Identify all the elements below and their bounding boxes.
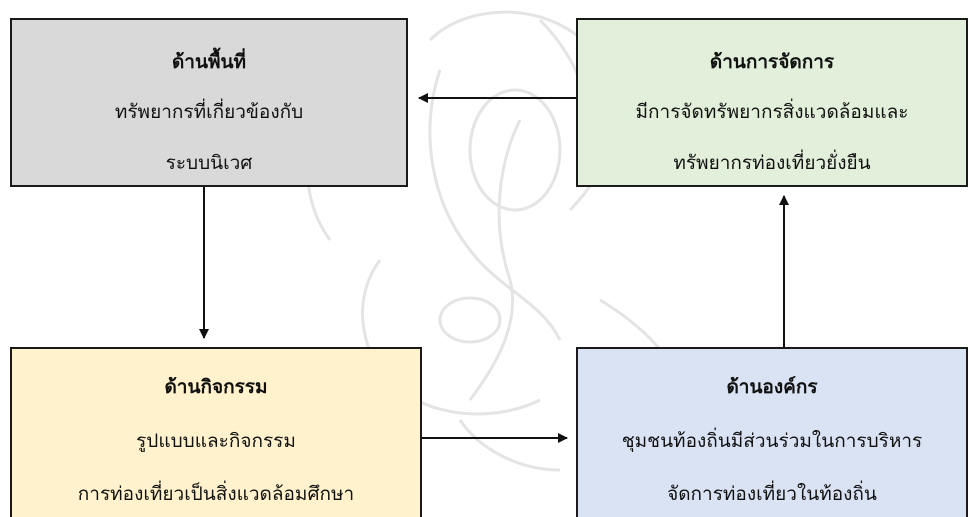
management-box: ด้านการจัดการ มีการจัดทรัพยากรสิ่งแวดล้อ… xyxy=(576,18,968,187)
activity-line-1: รูปแบบและกิจกรรม xyxy=(136,430,296,452)
area-title: ด้านพื้นที่ xyxy=(171,51,247,73)
management-line-1: มีการจัดทรัพยากรสิ่งแวดล้อมและ xyxy=(635,101,909,123)
area-line-1: ทรัพยากรที่เกี่ยวข้องกับ xyxy=(114,101,304,123)
activity-title: ด้านกิจกรรม xyxy=(164,376,268,398)
organization-title: ด้านองค์กร xyxy=(726,376,818,398)
organization-box: ด้านองค์กร ชุมชนท้องถิ่นมีส่วนร่วมในการบ… xyxy=(576,347,968,517)
management-line-2: ทรัพยากรท่องเที่ยวยั่งยืน xyxy=(673,152,871,174)
management-title: ด้านการจัดการ xyxy=(709,51,835,73)
organization-line-2: จัดการท่องเที่ยวในท้องถิ่น xyxy=(667,483,877,505)
area-line-2: ระบบนิเวศ xyxy=(165,152,253,174)
area-box: ด้านพื้นที่ ทรัพยากรที่เกี่ยวข้องกับ ระบ… xyxy=(10,18,408,187)
activity-line-2: การท่องเที่ยวเป็นสิ่งแวดล้อมศึกษา xyxy=(77,483,355,505)
organization-line-1: ชุมชนท้องถิ่นมีส่วนร่วมในการบริหาร xyxy=(621,430,923,452)
activity-box: ด้านกิจกรรม รูปแบบและกิจกรรม การท่องเที่… xyxy=(10,347,422,517)
